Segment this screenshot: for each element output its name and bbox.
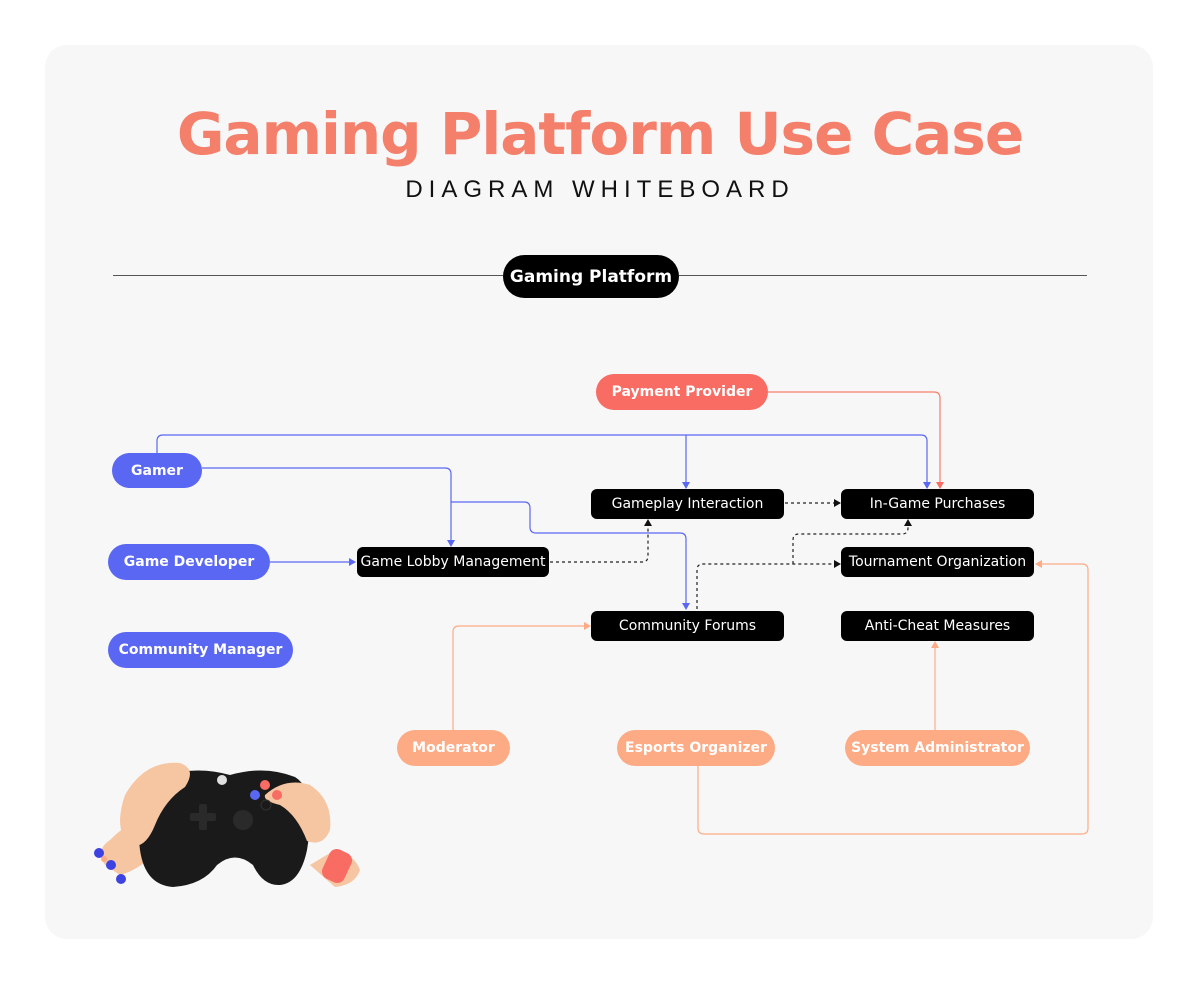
edge-esports-tournament bbox=[697, 560, 1089, 835]
actor-moderator[interactable]: Moderator bbox=[397, 730, 510, 766]
actor-system-administrator[interactable]: System Administrator bbox=[845, 730, 1030, 766]
actor-gamer[interactable]: Gamer bbox=[112, 453, 202, 488]
edge-forums-tournament bbox=[696, 560, 841, 609]
diagram-title: Gaming Platform Use Case bbox=[176, 100, 1024, 168]
usecase-anti-cheat-measures[interactable]: Anti-Cheat Measures bbox=[841, 611, 1034, 641]
system-divider-left bbox=[113, 275, 503, 276]
edge-gamer-lobby bbox=[202, 467, 455, 547]
actor-payment-provider[interactable]: Payment Provider bbox=[596, 374, 768, 410]
usecase-community-forums[interactable]: Community Forums bbox=[591, 611, 784, 641]
edge-gamer-top bbox=[156, 434, 931, 489]
usecase-tournament-organization[interactable]: Tournament Organization bbox=[841, 547, 1034, 577]
system-divider-right bbox=[679, 275, 1087, 276]
actor-community-manager[interactable]: Community Manager bbox=[108, 632, 293, 668]
actor-esports-organizer[interactable]: Esports Organizer bbox=[617, 730, 775, 766]
edge-gamer-forums bbox=[451, 501, 690, 610]
edge-moderator-forums bbox=[452, 622, 591, 730]
usecase-gameplay-interaction[interactable]: Gameplay Interaction bbox=[591, 489, 784, 519]
game-controller-with-hands-icon bbox=[94, 762, 360, 887]
edge-tournament-purchases bbox=[792, 519, 912, 564]
edge-lobby-gameplay bbox=[550, 519, 652, 563]
usecase-in-game-purchases[interactable]: In-Game Purchases bbox=[841, 489, 1034, 519]
diagram-subtitle: DIAGRAM WHITEBOARD bbox=[405, 176, 795, 203]
usecase-game-lobby-management[interactable]: Game Lobby Management bbox=[357, 547, 549, 577]
edge-payment-purchases bbox=[768, 391, 944, 489]
actor-game-developer[interactable]: Game Developer bbox=[108, 544, 270, 580]
system-boundary-label[interactable]: Gaming Platform bbox=[503, 255, 679, 298]
